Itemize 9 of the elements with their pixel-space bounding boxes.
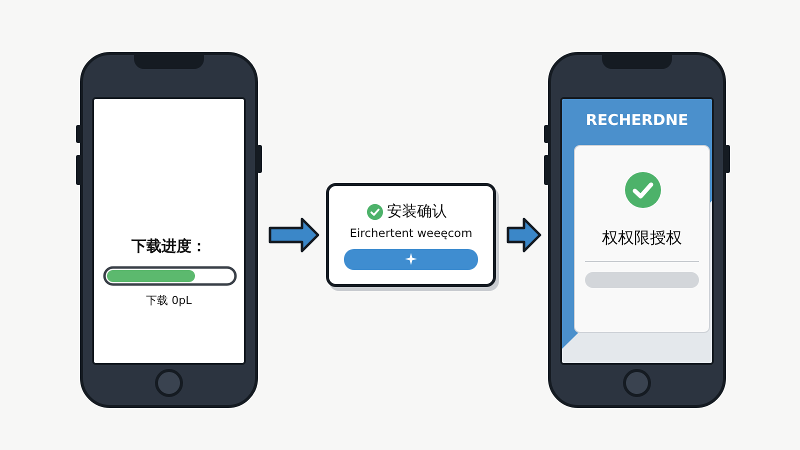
dialog-text: Eirchertent weeęcom bbox=[348, 226, 474, 240]
dialog-title: 安装确认 bbox=[387, 202, 447, 221]
permission-card bbox=[574, 145, 710, 333]
heading-text: 下载进度： bbox=[130, 237, 208, 256]
status-text: 下载 0pL bbox=[145, 293, 193, 308]
card-title: 权权限授权 bbox=[601, 228, 683, 249]
block-arrow bbox=[506, 218, 542, 252]
header-text: RECHERDNE bbox=[584, 111, 690, 129]
block-arrow bbox=[268, 218, 320, 252]
